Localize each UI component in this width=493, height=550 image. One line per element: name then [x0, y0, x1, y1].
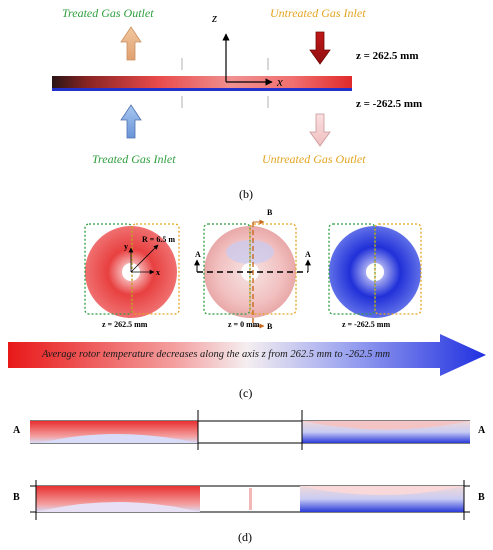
section-row-a	[30, 410, 470, 450]
temperature-gradient-arrow	[8, 334, 486, 376]
treated-outlet-arrow	[120, 26, 142, 61]
untreated-outlet-arrow	[309, 113, 331, 147]
section-b-marker-bottom: B	[267, 322, 273, 331]
panel-c	[8, 219, 486, 376]
disk-z-bottom	[328, 223, 422, 318]
z-top-label: z = 262.5 mm	[356, 50, 419, 62]
treated-gas-inlet-label: Treated Gas Inlet	[92, 152, 176, 166]
row-b-left-label: B	[13, 492, 20, 503]
row-b-right-label: B	[478, 492, 485, 503]
row-a-left-label: A	[13, 425, 21, 436]
section-a-marker-left: A	[195, 250, 201, 259]
disk-label-zero: z = 0 mm	[228, 320, 260, 329]
section-row-b	[30, 480, 470, 520]
panel-b	[52, 26, 352, 147]
disk-label-top: z = 262.5 mm	[102, 320, 148, 329]
radius-label: R = 6.5 m	[142, 235, 175, 244]
z-bottom-label: z = -262.5 mm	[356, 98, 423, 110]
caption-d: (d)	[238, 530, 252, 544]
disk-label-bottom: z = -262.5 mm	[342, 320, 391, 329]
z-axis-label: z	[212, 10, 218, 25]
treated-gas-outlet-label: Treated Gas Outlet	[62, 6, 154, 20]
disk-z-top	[84, 223, 180, 318]
section-b-marker-top: B	[267, 208, 273, 217]
disk-x-axis-label: x	[156, 268, 160, 277]
temperature-band-text: Average rotor temperature decreases alon…	[42, 349, 391, 360]
caption-b: (b)	[239, 187, 253, 201]
treated-inlet-arrow	[120, 104, 142, 139]
untreated-inlet-arrow	[309, 31, 331, 65]
panel-d	[30, 410, 470, 520]
section-a-marker-right: A	[305, 250, 311, 259]
untreated-gas-outlet-label: Untreated Gas Outlet	[262, 152, 366, 166]
row-a-right-label: A	[478, 425, 486, 436]
rotor-bar-blue-edge	[52, 88, 352, 91]
disk-z-zero	[194, 219, 311, 329]
rotor-bar	[52, 76, 352, 88]
disk-y-axis-label: y	[124, 242, 128, 251]
x-axis-label: x	[277, 74, 283, 89]
untreated-gas-inlet-label: Untreated Gas Inlet	[270, 6, 366, 20]
caption-c: (c)	[239, 386, 253, 400]
